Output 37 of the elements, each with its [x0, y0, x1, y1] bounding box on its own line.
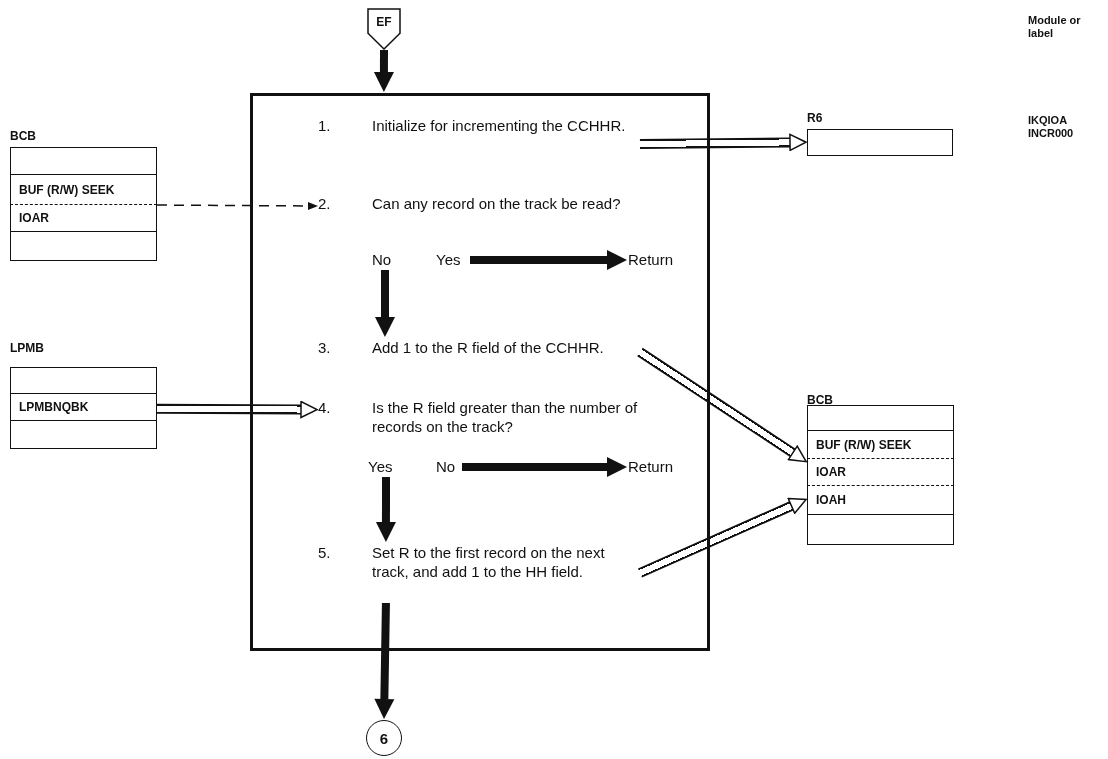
step-text: Is the R field greater than the number of records on the track?	[372, 398, 639, 436]
step-text: Can any record on the track be read?	[372, 194, 622, 213]
table-heading: R6	[807, 110, 823, 126]
step-number: 4.	[318, 398, 331, 417]
table-field: IOAR	[10, 205, 157, 232]
empty-table-field	[10, 367, 157, 394]
empty-table-field	[10, 232, 157, 261]
empty-table-field	[807, 515, 954, 545]
return-label: Return	[628, 250, 690, 270]
step-text: Set R to the first record on the next track, and add 1 to the HH field.	[372, 543, 606, 581]
table-heading: LPMB	[10, 340, 44, 356]
process-box	[250, 93, 710, 651]
empty-table-field	[10, 147, 157, 175]
step-number: 5.	[318, 543, 331, 562]
branch-label: Yes	[368, 457, 404, 477]
step-number: 1.	[318, 116, 331, 135]
branch-label: No	[436, 457, 462, 477]
empty-table-field	[10, 421, 157, 449]
table-field: IOAH	[807, 486, 954, 515]
module-label: IKQIOA INCR000	[1028, 114, 1075, 140]
step-text: Initialize for incrementing the CCHHR.	[372, 116, 627, 135]
table-heading: BCB	[807, 392, 833, 408]
table-field: BUF (R/W) SEEK	[807, 431, 954, 459]
table-heading: BCB	[10, 128, 36, 144]
column-heading: Module or label	[1028, 14, 1082, 40]
connector-circle: 6	[366, 720, 402, 756]
step-number: 2.	[318, 194, 331, 213]
return-label: Return	[628, 457, 690, 477]
table-field: IOAR	[807, 459, 954, 486]
entry-connector: EF	[367, 8, 401, 50]
branch-label: Yes	[436, 250, 470, 270]
empty-table-field	[807, 405, 954, 431]
branch-label: No	[372, 250, 398, 270]
table-field: LPMBNQBK	[10, 394, 157, 421]
table-field: BUF (R/W) SEEK	[10, 175, 157, 205]
step-text: Add 1 to the R field of the CCHHR.	[372, 338, 605, 357]
step-number: 3.	[318, 338, 331, 357]
